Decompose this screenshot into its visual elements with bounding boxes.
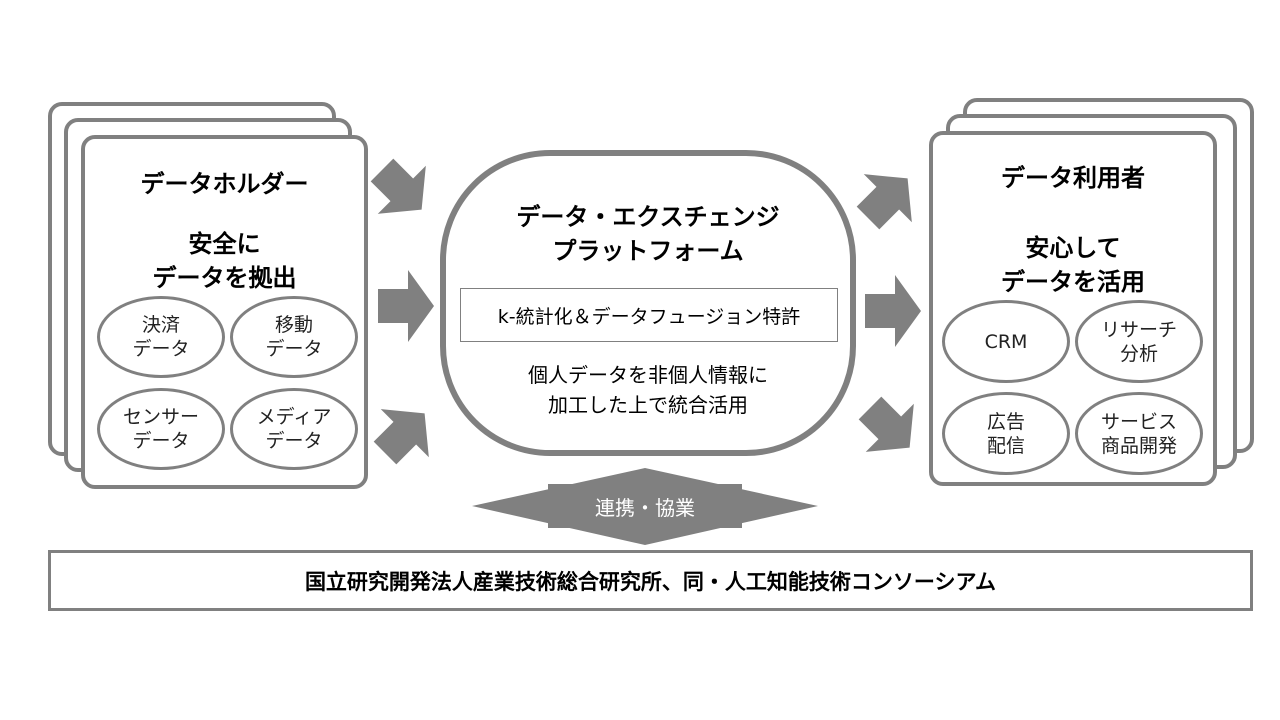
user-item-research: リサーチ 分析 <box>1075 300 1203 383</box>
holder-subtitle: 安全に データを拠出 <box>152 230 297 292</box>
user-item-advertising: 広告 配信 <box>942 392 1070 475</box>
footer-organization: 国立研究開発法人産業技術総合研究所、同・人工知能技術コンソーシアム <box>48 550 1253 611</box>
arrow-right-bottom <box>858 396 914 452</box>
user-item-crm: CRM <box>942 300 1070 383</box>
holder-item-mobility: 移動 データ <box>230 296 358 378</box>
arrow-left-bottom <box>373 409 429 465</box>
platform-box: データ・エクスチェンジ プラットフォーム k-統計化＆データフュージョン特許 個… <box>440 150 856 456</box>
arrow-right-middle <box>865 275 921 347</box>
user-item-product-dev: サービス 商品開発 <box>1075 392 1203 475</box>
user-subtitle: 安心して データを活用 <box>1001 234 1145 296</box>
user-title: データ利用者 <box>1001 164 1145 192</box>
holder-item-payment: 決済 データ <box>97 296 225 378</box>
arrow-right-top <box>856 174 912 230</box>
arrow-left-middle <box>378 270 434 342</box>
arrow-left-top <box>370 158 426 214</box>
patent-box: k-統計化＆データフュージョン特許 <box>460 288 838 342</box>
holder-title: データホルダー <box>140 170 309 198</box>
collaboration-label: 連携・協業 <box>548 484 742 528</box>
holder-item-sensor: センサー データ <box>97 388 225 470</box>
holder-item-media: メディア データ <box>230 388 358 470</box>
platform-title: データ・エクスチェンジ プラットフォーム <box>516 203 780 265</box>
platform-description: 個人データを非個人情報に 加工した上で統合活用 <box>528 363 768 417</box>
